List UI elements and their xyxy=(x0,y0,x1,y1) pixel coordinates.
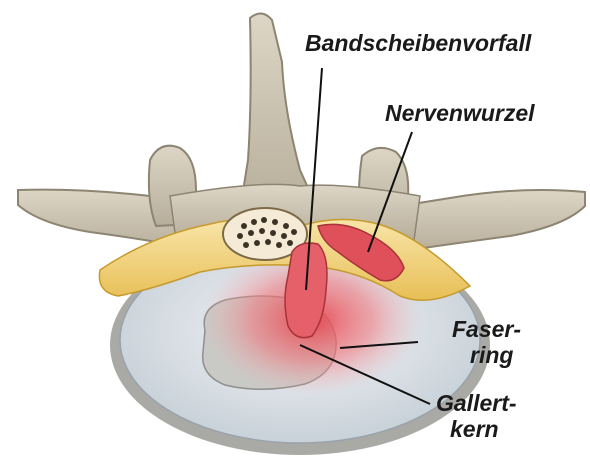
label-nerve-root: Nervenwurzel xyxy=(385,100,535,126)
label-annulus-line1: Faser- xyxy=(452,316,521,342)
label-herniation: Bandscheibenvorfall xyxy=(305,30,531,56)
label-nucleus-line1: Gallert- xyxy=(436,390,517,416)
label-annulus-line2: ring xyxy=(452,342,521,368)
label-nucleus-line2: kern xyxy=(436,416,517,442)
label-nucleus: Gallert- kern xyxy=(436,390,517,442)
label-annulus: Faser- ring xyxy=(452,316,521,368)
